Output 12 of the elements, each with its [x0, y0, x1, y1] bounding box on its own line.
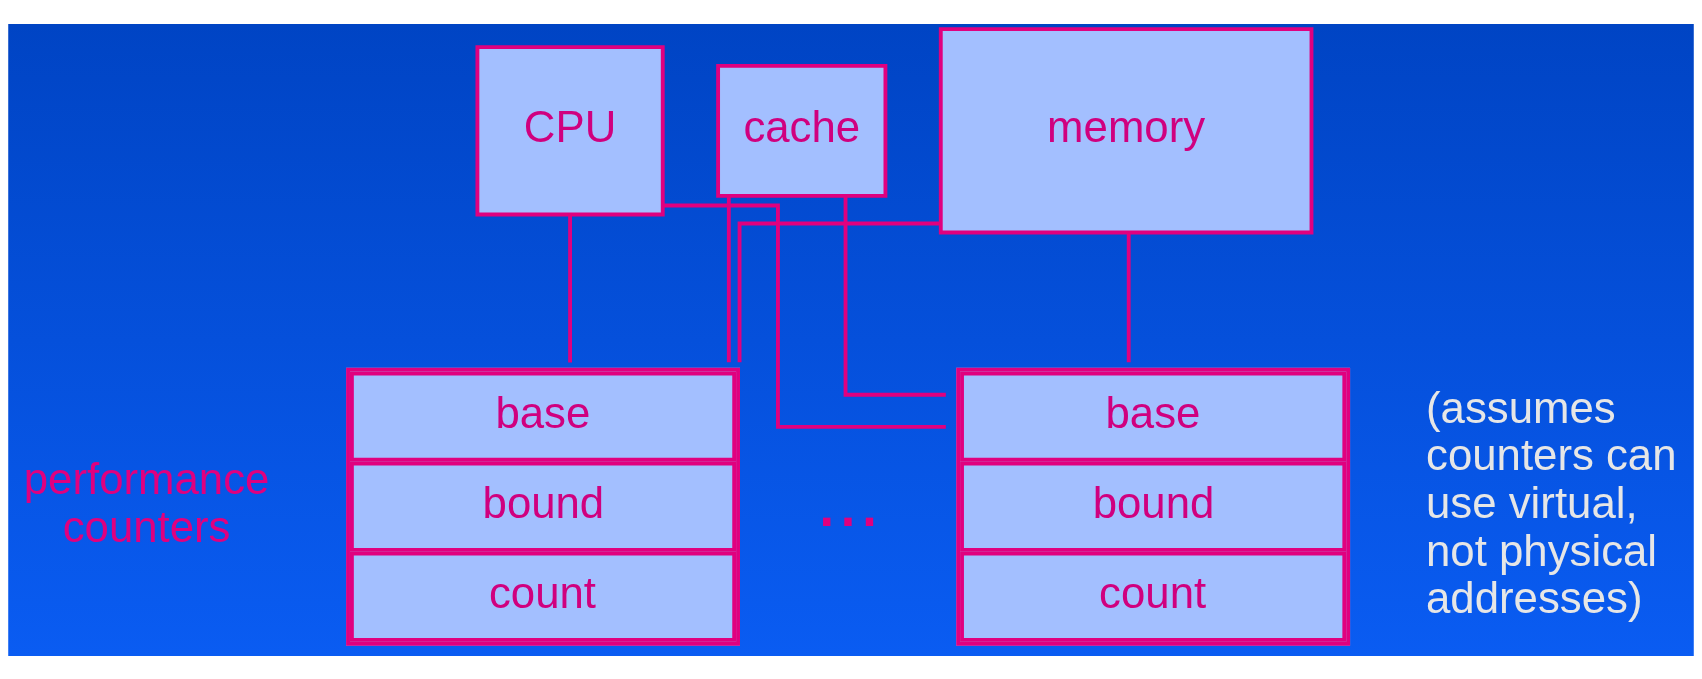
- connector: [737, 221, 941, 362]
- label: (assumes counters can use virtual, not physical addresses): [1426, 382, 1677, 622]
- connector: [663, 203, 946, 429]
- label: performance counters: [23, 453, 270, 551]
- connector: [726, 195, 731, 362]
- connector: [568, 214, 572, 362]
- label: ...: [815, 455, 881, 542]
- connector: [843, 195, 946, 397]
- node-box: cache: [716, 63, 888, 198]
- node-box: memory: [938, 26, 1314, 234]
- connector: [1126, 232, 1131, 362]
- node-box: CPU: [475, 44, 665, 216]
